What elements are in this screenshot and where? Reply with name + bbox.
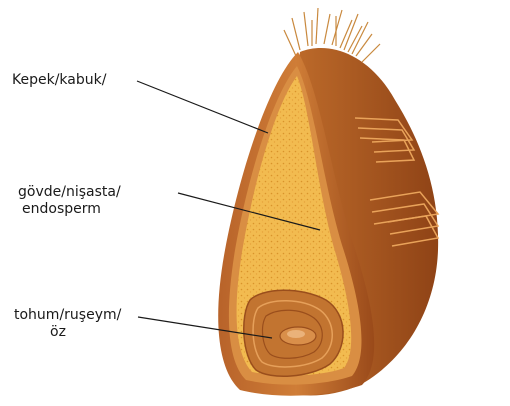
bran-label-text: Kepek/kabuk/ [12,72,106,89]
germ-label-line2: öz [14,324,121,341]
endosperm-label-line2: endosperm [18,201,121,218]
germ-label-line1: tohum/ruşeym/ [14,307,121,324]
endosperm-label: gövde/nişasta/ endosperm [18,184,121,218]
bran-leader-line [137,81,268,133]
germ-label: tohum/ruşeym/ öz [14,307,121,341]
endosperm-label-line1: gövde/nişasta/ [18,184,121,201]
germ [244,290,343,376]
bran-label: Kepek/kabuk/ [12,72,106,89]
